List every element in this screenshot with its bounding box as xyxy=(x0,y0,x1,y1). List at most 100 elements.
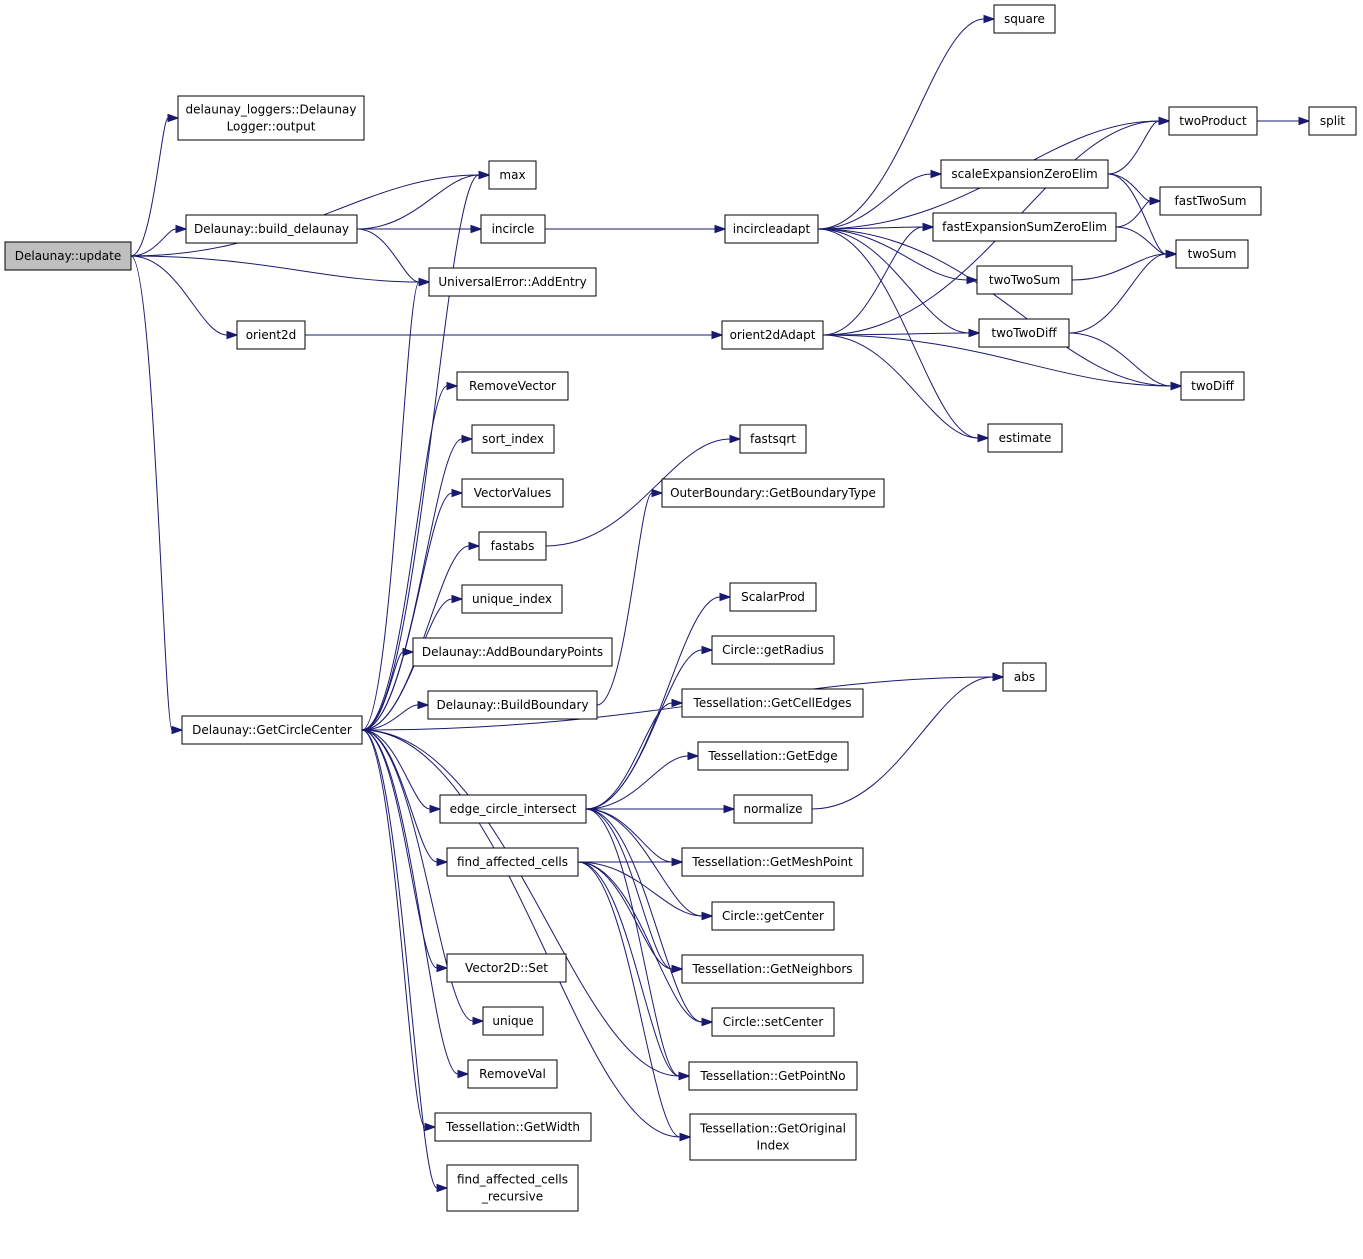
node-sortindex[interactable]: sort_index xyxy=(471,424,555,454)
node-getneighbors[interactable]: Tessellation::GetNeighbors xyxy=(681,954,864,984)
node-update[interactable]: Delaunay::update xyxy=(4,241,132,271)
call-edge-findaffected-to-getmeshpoint xyxy=(578,857,684,867)
node-box xyxy=(689,1113,857,1161)
node-fasttwosum[interactable]: fastTwoSum xyxy=(1159,186,1262,216)
node-vectorvalues[interactable]: VectorValues xyxy=(461,478,564,508)
node-box xyxy=(681,688,864,718)
call-edge-orient2dadapt-to-estimate xyxy=(822,334,990,443)
node-scalarprod[interactable]: ScalarProd xyxy=(729,582,817,612)
call-edge-twoproduct-to-split xyxy=(1257,116,1311,126)
node-label: Delaunay::GetCircleCenter xyxy=(192,723,352,737)
node-square[interactable]: square xyxy=(993,4,1056,34)
node-label: Tessellation::GetOriginal xyxy=(699,1122,846,1136)
node-addboundary[interactable]: Delaunay::AddBoundaryPoints xyxy=(412,637,613,667)
node-box xyxy=(1002,662,1047,692)
call-edge-edgecircle-to-getpointno xyxy=(585,808,691,1081)
node-orient2d[interactable]: orient2d xyxy=(236,320,306,350)
node-label: _recursive xyxy=(481,1190,543,1204)
node-label: RemoveVector xyxy=(469,379,556,393)
node-box xyxy=(733,794,813,824)
call-edge-update-to-orient2d xyxy=(130,255,239,340)
call-edge-getcirclecenter-to-getwidth xyxy=(361,729,437,1132)
call-edge-edgecircle-to-setcenter xyxy=(585,808,714,1027)
call-edge-incircleadapt-to-square xyxy=(817,14,996,230)
node-edgecircle[interactable]: edge_circle_intersect xyxy=(439,794,587,824)
node-fastabs[interactable]: fastabs xyxy=(478,531,547,561)
node-box xyxy=(412,637,613,667)
call-edge-incircleadapt-to-twodiff xyxy=(817,228,1183,391)
node-findaffected[interactable]: find_affected_cells xyxy=(446,847,579,877)
node-orient2dadapt[interactable]: orient2dAdapt xyxy=(721,320,824,350)
node-label: Delaunay::update xyxy=(15,249,121,263)
node-label: edge_circle_intersect xyxy=(450,802,577,816)
node-getwidth[interactable]: Tessellation::GetWidth xyxy=(434,1112,592,1142)
node-getradius[interactable]: Circle::getRadius xyxy=(711,635,835,665)
node-box xyxy=(681,847,864,877)
node-fastexp[interactable]: fastExpansionSumZeroElim xyxy=(932,212,1117,242)
node-label: split xyxy=(1320,114,1346,128)
node-scaleexp[interactable]: scaleExpansionZeroElim xyxy=(940,159,1109,189)
node-twotwosum[interactable]: twoTwoSum xyxy=(976,265,1073,295)
node-max[interactable]: max xyxy=(488,160,537,190)
node-twoproduct[interactable]: twoProduct xyxy=(1168,106,1258,136)
node-build[interactable]: Delaunay::build_delaunay xyxy=(185,214,358,244)
node-setcenter[interactable]: Circle::setCenter xyxy=(711,1007,835,1037)
node-buildboundary[interactable]: Delaunay::BuildBoundary xyxy=(427,690,598,720)
node-getcirclecenter[interactable]: Delaunay::GetCircleCenter xyxy=(181,715,363,745)
node-getmeshpoint[interactable]: Tessellation::GetMeshPoint xyxy=(681,847,864,877)
node-box xyxy=(1168,106,1258,136)
node-label: Vector2D::Set xyxy=(465,961,548,975)
node-addentry[interactable]: UniversalError::AddEntry xyxy=(428,267,597,297)
node-twodiff[interactable]: twoDiff xyxy=(1180,371,1245,401)
node-label: twoTwoDiff xyxy=(991,326,1057,340)
node-label: square xyxy=(1004,12,1045,26)
node-incircle[interactable]: incircle xyxy=(480,214,546,244)
node-twotwodiff[interactable]: twoTwoDiff xyxy=(978,318,1070,348)
node-split[interactable]: split xyxy=(1308,106,1357,136)
node-box xyxy=(236,320,306,350)
node-box xyxy=(993,4,1056,34)
node-box xyxy=(456,371,569,401)
call-edge-incircleadapt-to-twotwodiff xyxy=(817,228,981,338)
node-estimate[interactable]: estimate xyxy=(987,423,1063,453)
node-box xyxy=(661,478,885,508)
node-removeval[interactable]: RemoveVal xyxy=(467,1059,558,1089)
call-edge-orient2dadapt-to-fastexp xyxy=(822,222,935,336)
node-unique[interactable]: unique xyxy=(482,1006,544,1036)
node-label: Tessellation::GetMeshPoint xyxy=(691,855,853,869)
node-label: fastabs xyxy=(491,539,535,553)
node-twosum[interactable]: twoSum xyxy=(1175,239,1249,269)
node-label: ScalarProd xyxy=(741,590,805,604)
node-outerboundary[interactable]: OuterBoundary::GetBoundaryType xyxy=(661,478,885,508)
node-incircleadapt[interactable]: incircleadapt xyxy=(724,214,819,244)
node-label: RemoveVal xyxy=(479,1067,546,1081)
node-getcenter[interactable]: Circle::getCenter xyxy=(711,901,835,931)
node-box xyxy=(467,1059,558,1089)
node-label: sort_index xyxy=(482,432,544,446)
call-edge-fastexp-to-fasttwosum xyxy=(1115,196,1162,228)
node-label: twoDiff xyxy=(1191,379,1234,393)
call-edge-findaffected-to-getcenter xyxy=(577,861,714,921)
node-fastsqrt[interactable]: fastsqrt xyxy=(739,424,807,454)
node-getpointno[interactable]: Tessellation::GetPointNo xyxy=(688,1061,858,1091)
node-box xyxy=(1308,106,1357,136)
call-edge-orient2d-to-orient2dadapt xyxy=(305,330,724,340)
node-getcelledges[interactable]: Tessellation::GetCellEdges xyxy=(681,688,864,718)
node-box xyxy=(185,214,358,244)
node-vec2dset[interactable]: Vector2D::Set xyxy=(446,953,567,983)
node-findrec[interactable]: find_affected_cells_recursive xyxy=(446,1164,579,1212)
node-abs[interactable]: abs xyxy=(1002,662,1047,692)
node-normalize[interactable]: normalize xyxy=(733,794,813,824)
call-edge-getcirclecenter-to-findrec xyxy=(361,729,449,1193)
node-box xyxy=(471,424,555,454)
node-uniqueindex[interactable]: unique_index xyxy=(461,584,563,614)
node-removevector[interactable]: RemoveVector xyxy=(456,371,569,401)
call-edge-edgecircle-to-getedge xyxy=(585,751,700,810)
node-getedge[interactable]: Tessellation::GetEdge xyxy=(697,741,849,771)
call-edge-getcirclecenter-to-addentry xyxy=(361,277,431,731)
node-box xyxy=(729,582,817,612)
call-edge-findaffected-to-getpointno xyxy=(577,861,691,1081)
node-box xyxy=(721,320,824,350)
